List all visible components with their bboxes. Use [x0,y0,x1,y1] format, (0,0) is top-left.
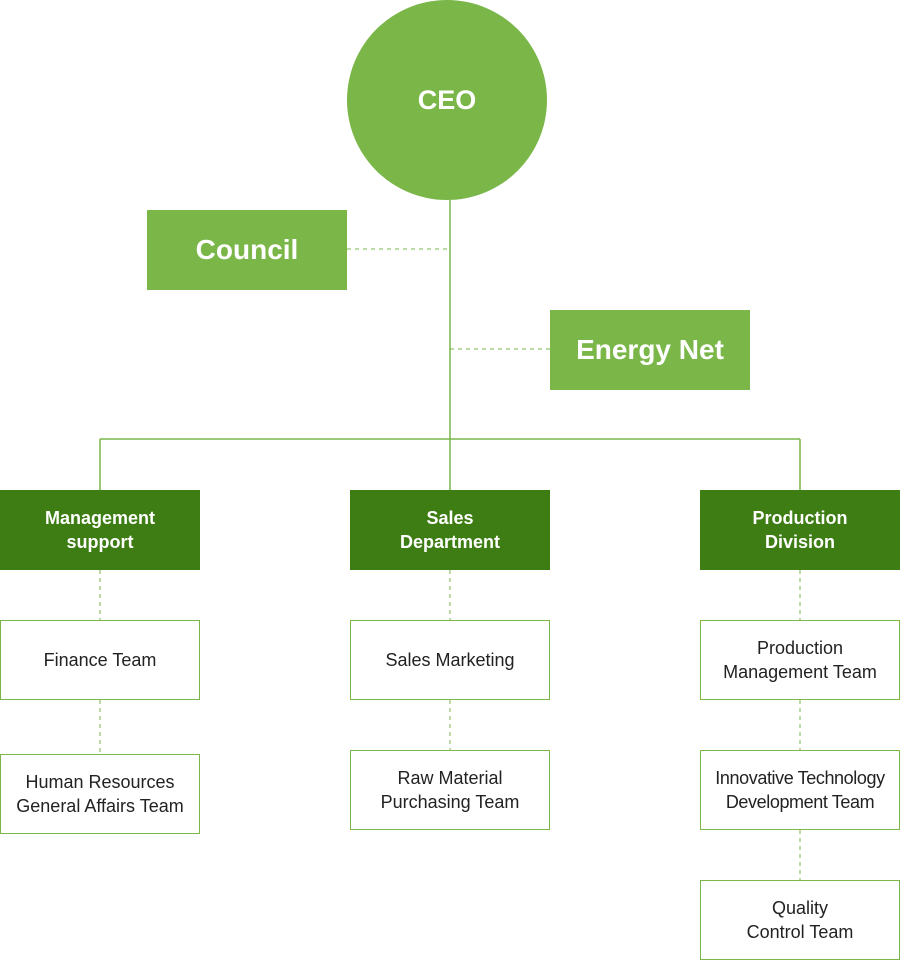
ceo-label: CEO [417,84,477,115]
team-innovative-technology: Innovative Technology Development Team [700,750,900,830]
energy-net-label: Energy Net [576,334,724,365]
team-label: Finance Team [43,650,157,670]
team-raw-material-purchasing: Raw Material Purchasing Team [350,750,550,830]
council-node: Council [147,210,347,290]
team-quality-control: Quality Control Team [700,880,900,960]
department-production: Production Division [700,490,900,570]
council-label: Council [195,234,299,265]
department-management-support: Management support [0,490,200,570]
department-label: Production Division [752,508,848,552]
team-production-management: Production Management Team [700,620,900,700]
team-sales-marketing: Sales Marketing [350,620,550,700]
team-label: Production Management Team [723,638,877,682]
team-label: Innovative Technology Development Team [715,768,885,812]
team-label: Raw Material Purchasing Team [380,768,520,812]
department-label: Management support [44,508,156,552]
department-label: Sales Department [399,508,501,552]
team-finance: Finance Team [0,620,200,700]
energy-net-node: Energy Net [550,310,750,390]
team-label: Human Resources General Affairs Team [16,772,184,816]
ceo-node: CEO [347,0,547,200]
team-label: Sales Marketing [385,650,515,670]
team-label: Quality Control Team [746,898,854,942]
department-sales: Sales Department [350,490,550,570]
team-human-resources: Human Resources General Affairs Team [0,754,200,834]
